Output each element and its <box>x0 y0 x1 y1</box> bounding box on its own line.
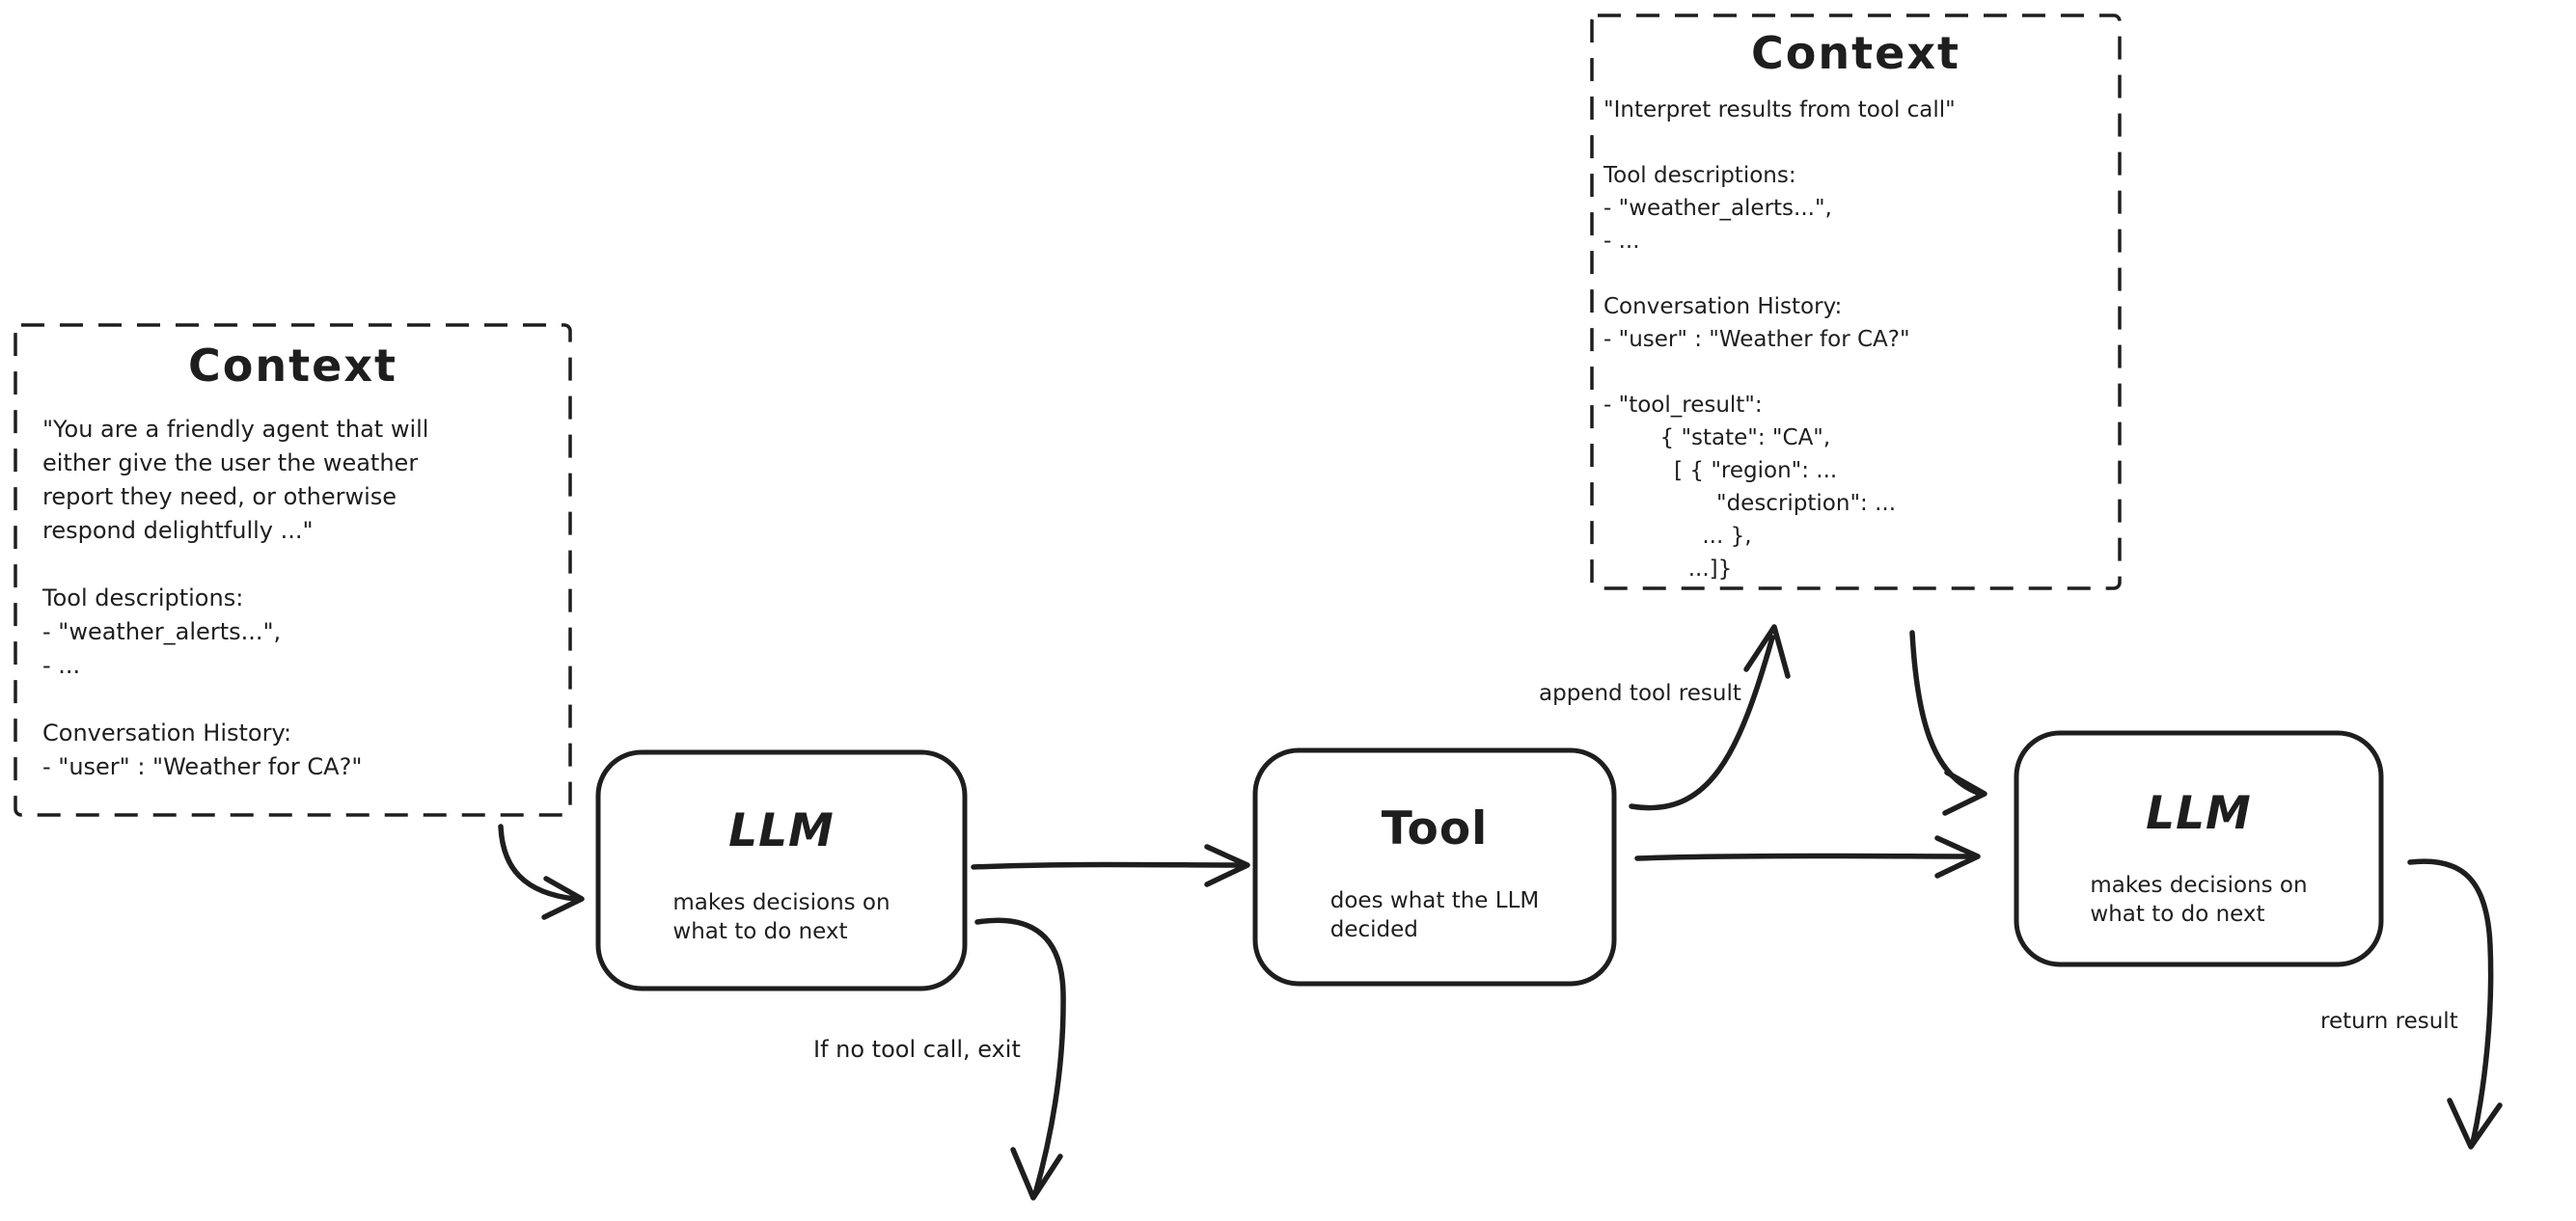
context-left-box <box>14 323 572 817</box>
if-no-tool-call-exit-label: If no tool call, exit <box>813 1036 1021 1063</box>
arrowhead-icon <box>2447 1098 2503 1150</box>
llm-first-title: LLM <box>728 804 835 857</box>
llm-second-subtitle: makes decisions on what to do next <box>2016 871 2381 929</box>
llm-first-subtitle: makes decisions on what to do next <box>598 888 965 946</box>
edge-llm-second-return <box>2407 858 2503 1150</box>
edge-line <box>1629 635 1775 811</box>
tool-box <box>1252 747 1617 987</box>
llm-second-subtitle-text: makes decisions on what to do next <box>2090 873 2308 927</box>
edge-line <box>974 917 1066 1197</box>
llm-first-subtitle-text: makes decisions on what to do next <box>672 890 891 944</box>
append-tool-result-label: append tool result <box>1539 681 1741 706</box>
context-left-title: Context <box>188 339 397 392</box>
tool-title: Tool <box>1381 802 1489 855</box>
edge-tool-to-context-right <box>1629 624 1791 811</box>
arrowhead-icon <box>1743 624 1791 679</box>
context-left-body: "You are a friendly agent that will eith… <box>42 416 429 780</box>
edge-llm-first-exit <box>974 917 1066 1201</box>
arrowhead-icon <box>1934 835 1981 879</box>
arrowhead-icon <box>1942 770 1987 816</box>
return-result-label: return result <box>2320 1009 2458 1034</box>
llm-first-box <box>595 749 968 991</box>
tool-subtitle: does what the LLM decided <box>1255 886 1614 944</box>
edge-line <box>1634 853 1974 861</box>
llm-second-box <box>2014 730 2384 967</box>
edge-context-right-to-llm-second <box>1909 630 1987 816</box>
tool-subtitle-text: does what the LLM decided <box>1329 888 1540 942</box>
edge-line <box>498 824 578 902</box>
edge-context-left-to-llm-first <box>498 824 585 920</box>
edge-tool-to-llm-second <box>1634 835 1981 879</box>
arrowhead-icon <box>541 876 585 920</box>
edge-line <box>1909 630 1981 796</box>
edge-llm-first-to-tool <box>971 844 1250 887</box>
context-right-body: "Interpret results from tool call" Tool … <box>1603 97 1956 582</box>
llm-second-title: LLM <box>2146 787 2252 840</box>
edge-line <box>2407 858 2494 1146</box>
arrowhead-icon <box>1010 1147 1063 1201</box>
edge-line <box>971 861 1244 870</box>
context-right-box <box>1590 14 2122 590</box>
context-right-title: Context <box>1751 27 1960 79</box>
arrowhead-icon <box>1204 844 1250 887</box>
